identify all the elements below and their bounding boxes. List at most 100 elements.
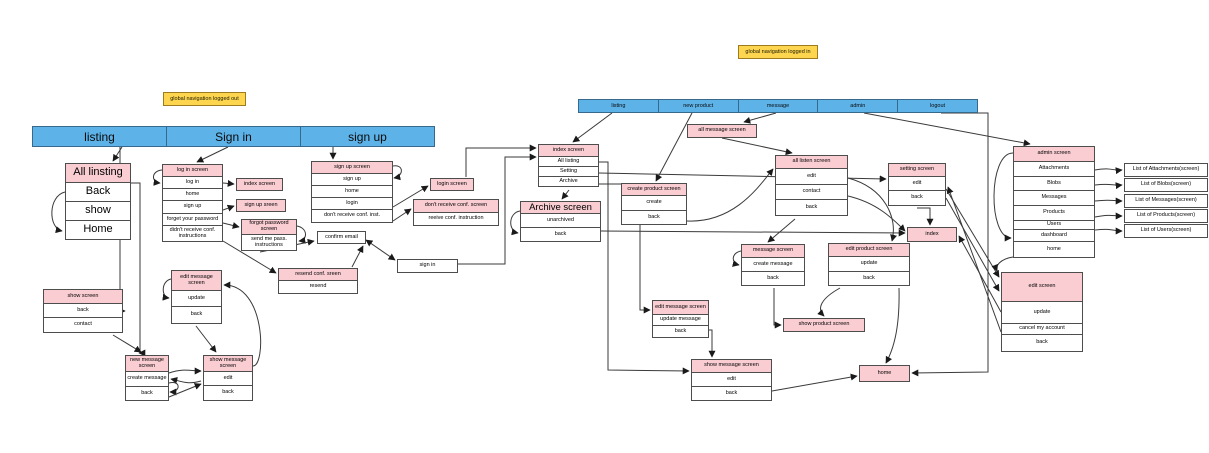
- node-header[interactable]: index screen: [236, 178, 283, 191]
- node-list-users[interactable]: List of Users(screen): [1124, 224, 1208, 238]
- node-header[interactable]: show product screen: [783, 318, 865, 332]
- nav-item-sign-up[interactable]: sign up: [300, 126, 435, 147]
- node-row[interactable]: edit: [691, 372, 772, 387]
- node-row[interactable]: back: [888, 190, 946, 206]
- nav-item-logout[interactable]: logout: [897, 99, 978, 113]
- node-header[interactable]: edit product screen: [828, 243, 910, 257]
- node-index-screen-small[interactable]: index screen: [236, 178, 283, 191]
- node-header[interactable]: List of Attachments(screen): [1124, 163, 1208, 177]
- node-header[interactable]: home: [859, 365, 910, 382]
- node-row[interactable]: back: [691, 386, 772, 401]
- node-row[interactable]: back: [741, 271, 805, 286]
- node-row[interactable]: back: [652, 325, 709, 338]
- node-header[interactable]: All linsting: [65, 163, 131, 183]
- node-header[interactable]: index: [907, 227, 957, 242]
- node-row[interactable]: back: [621, 210, 687, 225]
- nav-item-sign-in[interactable]: Sign in: [166, 126, 301, 147]
- node-row[interactable]: Attachments: [1013, 161, 1095, 177]
- node-row[interactable]: back: [775, 199, 848, 216]
- node-sign-up-sreen[interactable]: sign up sreen: [236, 199, 286, 212]
- node-header[interactable]: List of Products(screen): [1124, 209, 1208, 223]
- node-row[interactable]: back: [43, 303, 123, 318]
- node-row[interactable]: Messages: [1013, 190, 1095, 206]
- node-sign-in[interactable]: sign in: [397, 259, 458, 273]
- node-header[interactable]: show screen: [43, 289, 123, 304]
- node-header[interactable]: confirm email: [317, 231, 366, 244]
- node-header[interactable]: setting screen: [888, 163, 946, 177]
- node-row[interactable]: don't receive conf. inst.: [311, 209, 393, 223]
- node-row[interactable]: Products: [1013, 205, 1095, 221]
- node-row[interactable]: back: [125, 386, 169, 401]
- node-list-messages[interactable]: List of Messages(screen): [1124, 194, 1208, 208]
- node-row[interactable]: update: [828, 256, 910, 272]
- node-index-pink[interactable]: index: [907, 227, 957, 242]
- nav-item-listing[interactable]: listing: [32, 126, 167, 147]
- node-row[interactable]: contact: [43, 317, 123, 333]
- node-home-pink[interactable]: home: [859, 365, 910, 382]
- node-header[interactable]: don't receive conf. screen: [413, 199, 499, 213]
- node-header[interactable]: sign in: [397, 259, 458, 273]
- node-row[interactable]: create message: [741, 257, 805, 272]
- node-header[interactable]: all message screen: [687, 124, 757, 138]
- node-row[interactable]: back: [203, 385, 253, 401]
- node-header[interactable]: sign up sreen: [236, 199, 286, 212]
- node-row[interactable]: back: [520, 227, 601, 242]
- node-row[interactable]: create message: [125, 371, 169, 387]
- node-row[interactable]: back: [171, 306, 222, 324]
- node-row[interactable]: Back: [65, 182, 131, 202]
- node-row[interactable]: show: [65, 201, 131, 221]
- node-row[interactable]: update: [171, 290, 222, 307]
- node-header[interactable]: show message screen: [691, 359, 772, 373]
- node-row[interactable]: back: [1001, 334, 1083, 352]
- node-list-blobs[interactable]: List of Blobs(screen): [1124, 178, 1208, 192]
- node-list-products[interactable]: List of Products(screen): [1124, 209, 1208, 223]
- node-row[interactable]: didn't receive conf. instructions: [162, 225, 223, 242]
- node-row[interactable]: send me pass. instructions: [241, 234, 297, 251]
- nav-item-new-product[interactable]: new product: [657, 99, 739, 113]
- node-header[interactable]: List of Blobs(screen): [1124, 178, 1208, 192]
- node-header[interactable]: show message screen: [203, 355, 253, 372]
- node-row[interactable]: sign up: [162, 200, 223, 214]
- node-row[interactable]: edit: [775, 168, 848, 185]
- node-confirm-email[interactable]: confirm email: [317, 231, 366, 244]
- node-header[interactable]: new message screen: [125, 355, 169, 372]
- node-header[interactable]: List of Messages(screen): [1124, 194, 1208, 208]
- nav-item-message[interactable]: message: [737, 99, 819, 113]
- node-row[interactable]: resend: [278, 280, 358, 294]
- nav-item-listing[interactable]: listing: [578, 99, 659, 113]
- node-login-screen[interactable]: login screen: [430, 178, 474, 191]
- node-row[interactable]: unarchived: [520, 213, 601, 228]
- node-show-product[interactable]: show product screen: [783, 318, 865, 332]
- note-logged-out[interactable]: global navigation logged out: [163, 92, 246, 106]
- node-row[interactable]: Home: [65, 220, 131, 240]
- node-list-attachments[interactable]: List of Attachments(screen): [1124, 163, 1208, 177]
- node-header[interactable]: forgot password screen: [241, 219, 297, 235]
- node-row[interactable]: contact: [775, 184, 848, 200]
- node-row[interactable]: back: [828, 271, 910, 286]
- node-header[interactable]: admin screen: [1013, 146, 1095, 162]
- note-logged-in[interactable]: global navigation logged in: [738, 45, 818, 59]
- node-row[interactable]: edit: [203, 371, 253, 386]
- node-row[interactable]: home: [1013, 241, 1095, 258]
- node-row[interactable]: edit: [888, 176, 946, 191]
- node-row[interactable]: update: [1001, 301, 1083, 324]
